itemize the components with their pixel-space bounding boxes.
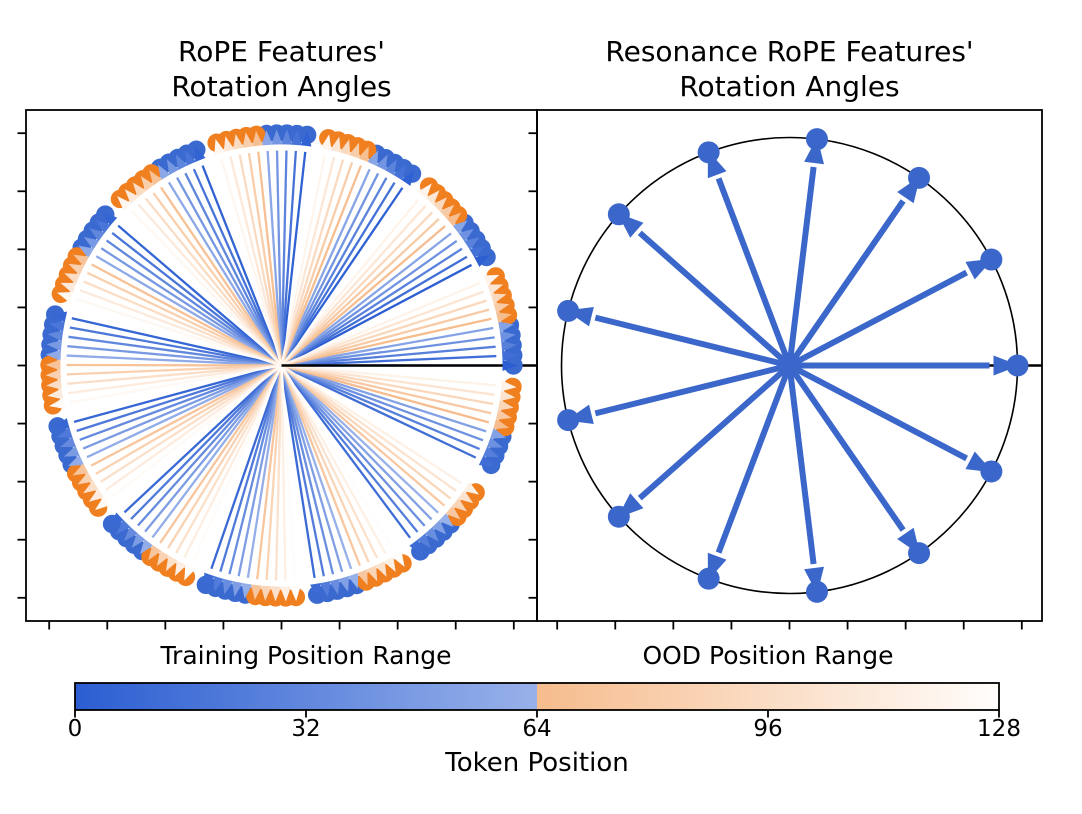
resonance-position-dots — [557, 128, 1029, 603]
rope-arrow-heads — [45, 129, 518, 602]
colorbar-tick-label: 0 — [67, 716, 83, 742]
colorbar-ticks — [74, 710, 1000, 718]
colorbar-tick-label: 128 — [977, 716, 1021, 742]
colorbar-tick-label: 64 — [522, 716, 552, 742]
colorbar-tick-label: 96 — [753, 716, 783, 742]
colorbar-axis-label: Token Position — [445, 748, 629, 778]
rope-arrow-shafts — [66, 150, 497, 581]
training-range-label: Training Position Range — [160, 641, 452, 670]
ood-range-label: OOD Position Range — [642, 641, 894, 670]
axes-frames-and-ticks — [17, 109, 1043, 630]
colorbar — [74, 682, 1000, 711]
left-plot-title: RoPE Features' Rotation Angles — [171, 35, 392, 103]
right-plot-title: Resonance RoPE Features' Rotation Angles — [605, 35, 974, 103]
colorbar-tick-label: 32 — [291, 716, 321, 742]
